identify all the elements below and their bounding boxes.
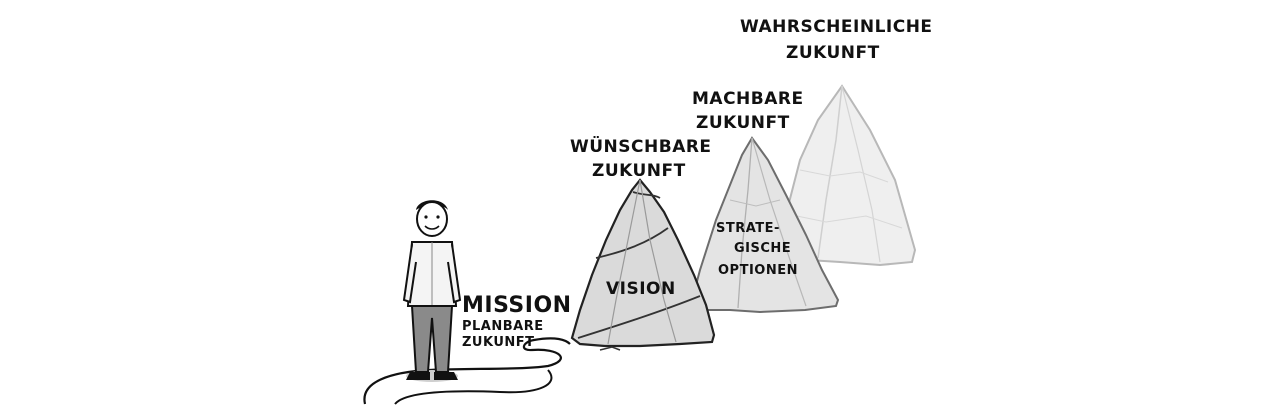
person-figure (402, 200, 462, 382)
mountain-feasible-future (690, 136, 840, 314)
label-strategic-options-line1: STRATE- (716, 221, 780, 236)
winding-path (363, 337, 571, 405)
label-feasible-future-line2: ZUKUNFT (696, 113, 790, 133)
label-probable-future-line2: ZUKUNFT (786, 43, 880, 63)
mountain-probable-future (780, 84, 917, 267)
label-vision: VISION (606, 279, 676, 299)
label-desirable-future-line1: WÜNSCHBARE (570, 135, 712, 157)
label-strategic-options-line3: OPTIONEN (718, 263, 798, 278)
label-probable-future-line1: WAHRSCHEINLICHE (740, 17, 933, 37)
label-mission: MISSION (462, 293, 572, 318)
label-plannable-future-line2: ZUKUNFT (462, 335, 535, 350)
person-head (416, 201, 448, 237)
label-strategic-options-line2: GISCHE (734, 241, 791, 256)
label-desirable-future-line2: ZUKUNFT (592, 161, 686, 181)
label-feasible-future-line1: MACHBARE (692, 89, 804, 109)
label-plannable-future-line1: PLANBARE (462, 319, 544, 334)
mountain-desirable-future (570, 178, 716, 351)
